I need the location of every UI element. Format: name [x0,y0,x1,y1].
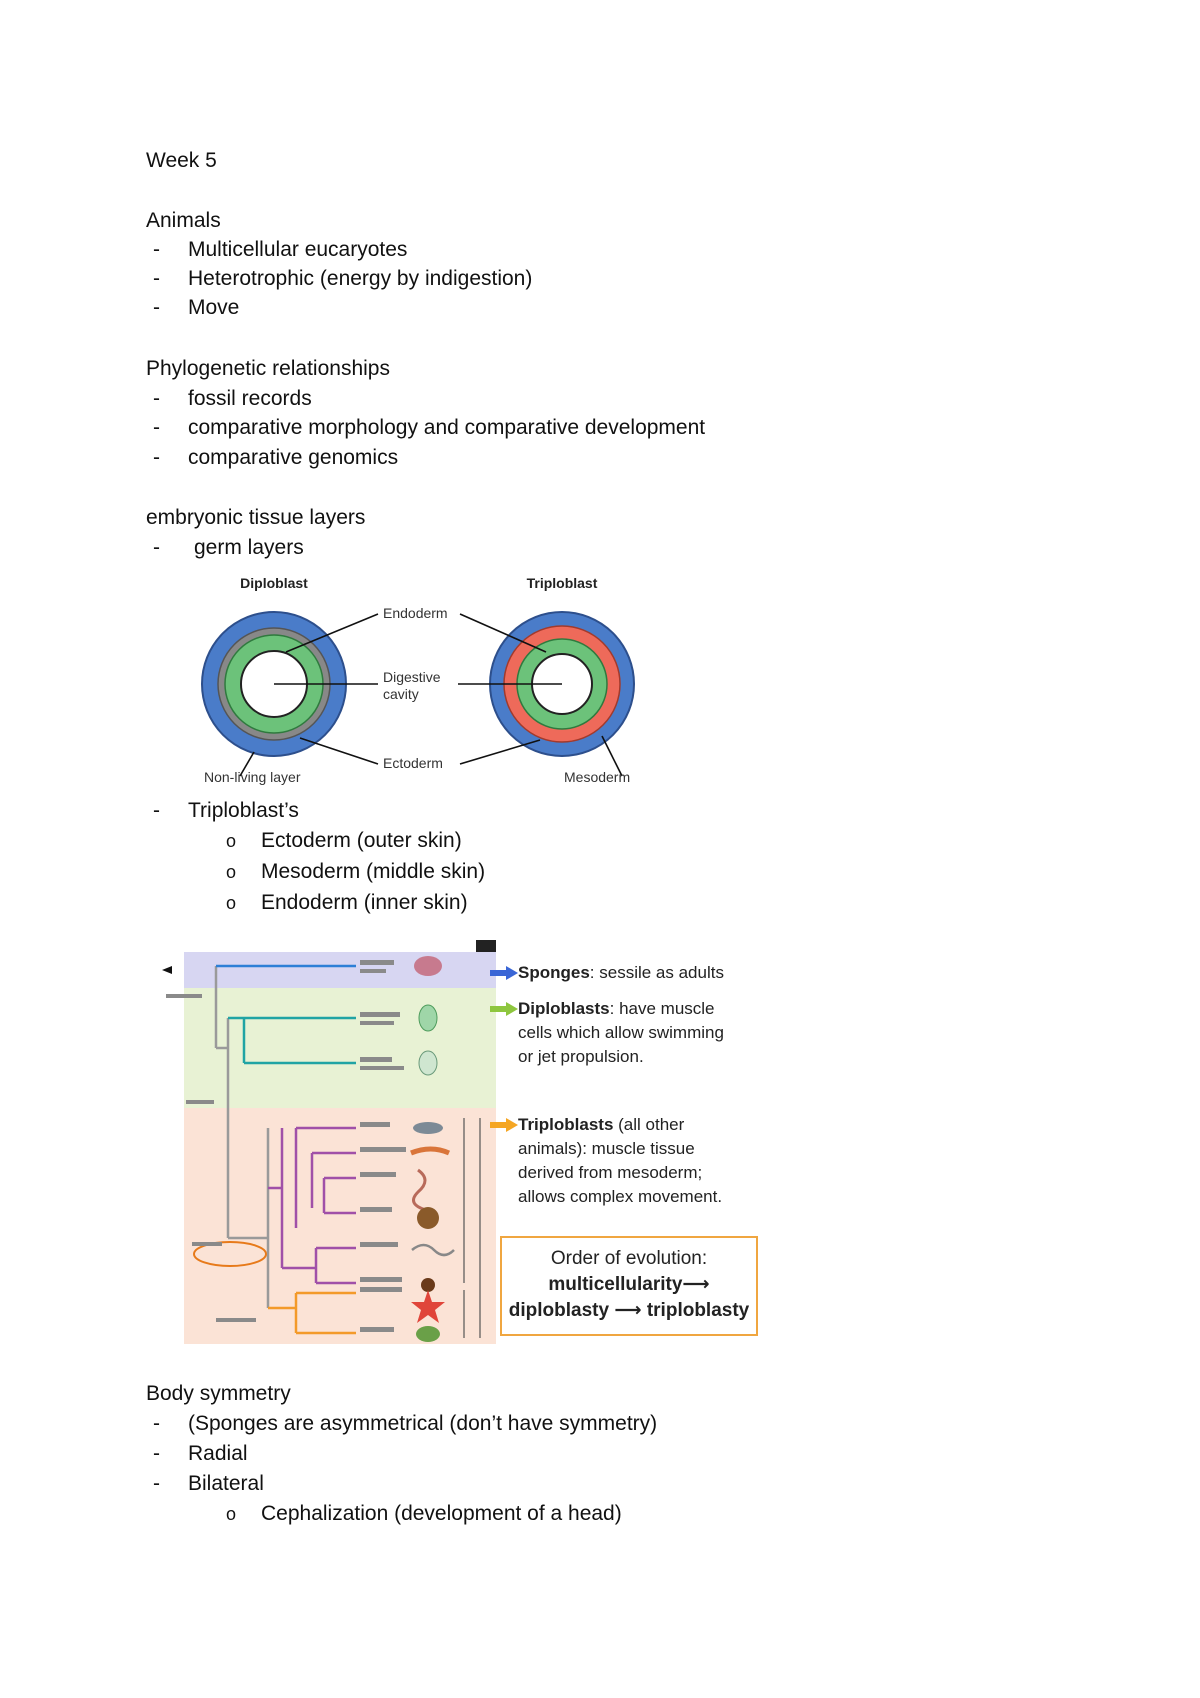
earthworm-icon [412,1168,427,1212]
dash: - [153,296,160,319]
jellyfish-icon [418,1050,438,1076]
triploblasts-caption: Triploblasts (all other [518,1115,685,1134]
diploblasts-caption-3: or jet propulsion. [518,1047,644,1066]
phylo-heading: Phylogenetic relationships [146,357,390,380]
week-title: Week 5 [146,149,217,172]
sponges-caption: Sponges: sessile as adults [518,963,724,982]
snail-icon [417,1207,439,1229]
phylogeny-tree-figure [162,940,496,1344]
root-marker-icon [162,966,172,974]
sponges-band [184,952,496,988]
triploblast-band [184,1108,496,1344]
embryonic-heading: embryonic tissue layers [146,506,366,529]
rotifer-icon [413,1122,443,1134]
frog-icon [416,1326,440,1342]
triploblasts-caption-4: allows complex movement. [518,1187,723,1206]
list-item: Move [188,296,240,319]
order-title: Order of evolution: [550,1248,708,1269]
list-item: germ layers [194,536,304,559]
list-item: Endoderm (inner skin) [261,891,468,914]
diploblasts-arrow-icon [490,1002,518,1016]
bullet: o [226,831,237,851]
arthropod-icon [421,1278,435,1292]
bullet: o [226,862,237,882]
dash: - [153,799,160,822]
list-item: Multicellular eucaryotes [188,238,408,261]
diploblasts-caption: Diploblasts: have muscle [518,999,715,1018]
dash: - [153,1472,160,1495]
triploblasts-caption-3: derived from mesoderm; [518,1163,703,1182]
triploblasts-arrow-icon [490,1118,518,1132]
dash: - [153,238,160,261]
diploblasts-caption-2: cells which allow swimming [518,1023,724,1042]
germ-layer-diagram: Diploblast Triploblast Endoderm Digestiv… [201,575,635,785]
dash: - [153,446,160,469]
diploblast-band [184,988,496,1108]
list-item: fossil records [188,387,312,410]
diploblast-title: Diploblast [240,575,308,591]
triploblasty-highlight [193,1241,267,1267]
digestive-label-2: cavity [383,686,419,702]
triploblast-heading: Triploblast’s [188,799,299,822]
animals-heading: Animals [146,209,221,232]
list-item: Bilateral [188,1472,264,1495]
list-item: comparative genomics [188,446,399,469]
order-line-2: multicellularity⟶ [548,1274,710,1295]
list-item: Cephalization (development of a head) [261,1502,622,1525]
list-item: Heterotrophic (energy by indigestion) [188,267,533,290]
bullet: o [226,1504,237,1524]
list-item: (Sponges are asymmetrical (don’t have sy… [188,1412,658,1435]
dash: - [153,416,160,439]
bullet: o [226,893,237,913]
roundworm-icon [411,1243,455,1257]
symmetry-heading: Body symmetry [146,1382,291,1405]
endoderm-label: Endoderm [383,605,448,621]
mesoderm-label: Mesoderm [564,769,630,785]
flatworm-icon [410,1146,451,1156]
dash: - [153,1412,160,1435]
dash: - [153,536,160,559]
organism-icons [410,956,455,1342]
order-of-evolution-box: Order of evolution: multicellularity⟶ di… [500,1236,758,1336]
sponge-icon [414,956,442,976]
animalia-tag [476,940,496,952]
nonliving-label: Non-living layer [204,769,301,785]
list-item: Mesoderm (middle skin) [261,860,486,883]
dash: - [153,1442,160,1465]
triploblasts-caption-2: animals): muscle tissue [518,1139,695,1158]
digestive-label-1: Digestive [383,669,441,685]
list-item: Ectoderm (outer skin) [261,829,462,852]
triploblast-title: Triploblast [527,575,598,591]
ectoderm-label: Ectoderm [383,755,443,771]
dash: - [153,267,160,290]
list-item: Radial [188,1442,248,1465]
sea-star-icon [411,1290,445,1323]
comb-jelly-icon [418,1004,438,1032]
order-line-3: diploblasty ⟶ triploblasty [508,1300,750,1321]
list-item: comparative morphology and comparative d… [188,416,706,439]
dash: - [153,387,160,410]
sponges-arrow-icon [490,966,518,980]
